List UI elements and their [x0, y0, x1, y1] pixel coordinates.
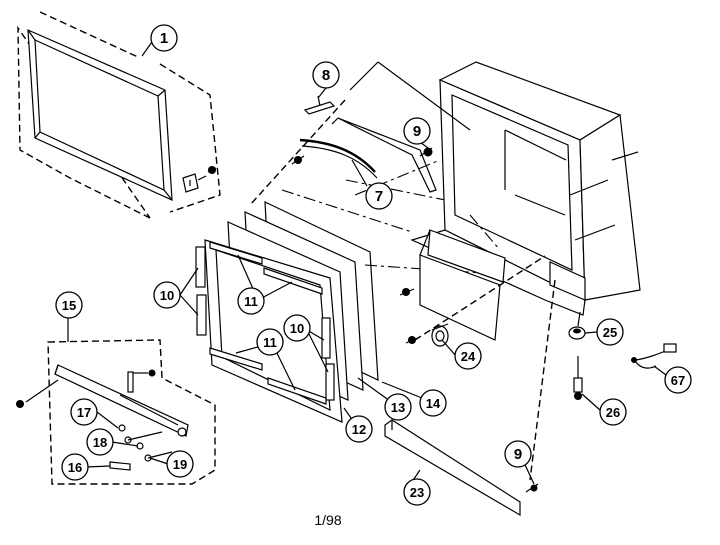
svg-text:23: 23 — [410, 485, 424, 500]
svg-text:15: 15 — [62, 298, 76, 313]
callout-16: 16 — [61, 453, 89, 481]
svg-text:67: 67 — [671, 373, 685, 388]
callout-9-upper: 9 — [403, 117, 431, 145]
svg-text:9: 9 — [413, 123, 421, 140]
callout-24: 24 — [454, 342, 482, 370]
callout-11-upper: 11 — [237, 287, 265, 315]
callout-26: 26 — [599, 398, 627, 426]
callout-8: 8 — [312, 61, 340, 89]
callout-13: 13 — [384, 393, 412, 421]
svg-text:7: 7 — [375, 188, 383, 205]
callout-67: 67 — [664, 366, 692, 394]
cabinet-screws — [399, 147, 433, 344]
svg-text:26: 26 — [606, 405, 620, 420]
callout-19: 19 — [166, 450, 194, 478]
svg-text:25: 25 — [603, 325, 617, 340]
callout-18: 18 — [86, 428, 114, 456]
svg-text:18: 18 — [93, 435, 107, 450]
part-25-clamp — [568, 311, 586, 340]
callout-17: 17 — [70, 398, 98, 426]
screw-near-trim — [291, 155, 305, 165]
callout-7: 7 — [365, 182, 393, 210]
part-23-bottom-trim — [384, 419, 539, 517]
svg-text:8: 8 — [322, 67, 330, 84]
part-24-component — [431, 323, 449, 347]
rear-cabinet — [410, 61, 641, 341]
guide-lines — [249, 61, 556, 481]
part-8-top-trim — [303, 95, 336, 115]
part-1-screen-frame — [17, 11, 221, 219]
svg-text:9: 9 — [514, 446, 522, 463]
svg-text:11: 11 — [244, 294, 258, 309]
callout-9-lower: 9 — [504, 440, 532, 468]
footer-date-code: 1/98 — [314, 512, 341, 528]
part-67-cord — [631, 343, 677, 369]
callout-15: 15 — [55, 291, 83, 319]
svg-text:1: 1 — [160, 30, 168, 47]
svg-text:24: 24 — [461, 349, 476, 364]
callout-10-left: 10 — [153, 281, 181, 309]
svg-text:13: 13 — [391, 400, 405, 415]
svg-text:14: 14 — [426, 396, 441, 411]
svg-text:10: 10 — [290, 321, 304, 336]
svg-text:16: 16 — [68, 460, 82, 475]
callout-1: 1 — [150, 24, 178, 52]
svg-text:17: 17 — [77, 405, 91, 420]
callout-10-right: 10 — [283, 314, 311, 342]
callout-14: 14 — [419, 389, 447, 417]
part-7-top-trim-strip — [299, 117, 437, 193]
svg-text:10: 10 — [160, 288, 174, 303]
svg-text:19: 19 — [173, 457, 187, 472]
callout-11-lower: 11 — [256, 328, 284, 356]
callout-12: 12 — [345, 415, 373, 443]
svg-text:12: 12 — [352, 422, 366, 437]
callout-23: 23 — [403, 478, 431, 506]
part-26-connector — [573, 356, 583, 400]
callout-25: 25 — [596, 318, 624, 346]
svg-text:11: 11 — [263, 335, 277, 350]
